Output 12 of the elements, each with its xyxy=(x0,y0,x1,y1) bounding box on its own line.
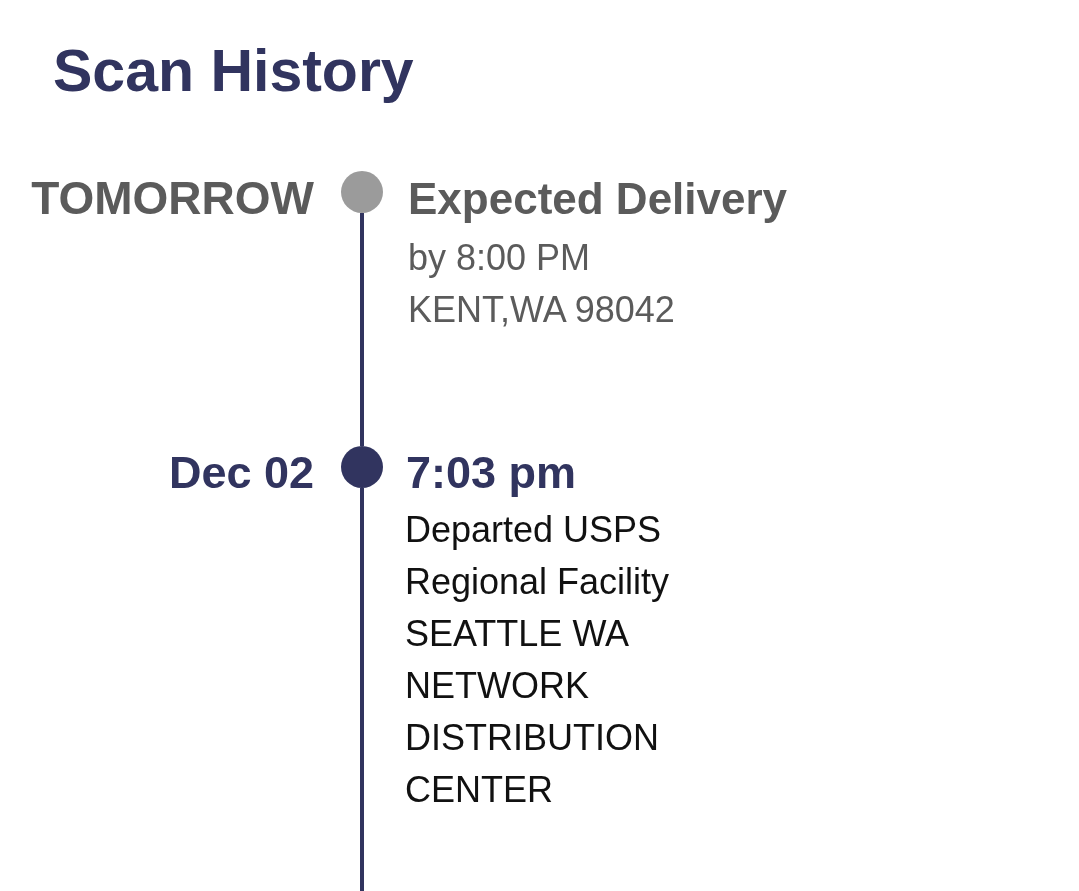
date-label: TOMORROW xyxy=(31,175,314,221)
event-detail: Departed USPS Regional Facility SEATTLE WA NETWORK DISTRIBUTION CENTER xyxy=(405,508,671,812)
event-heading: Expected Delivery xyxy=(408,177,788,221)
timeline-line xyxy=(360,488,364,891)
event-detail: KENT,WA 98042 xyxy=(408,288,675,332)
timeline-dot xyxy=(341,171,383,213)
event-detail: by 8:00 PM xyxy=(408,236,591,280)
timeline-dot xyxy=(341,446,383,488)
page-title: Scan History xyxy=(53,42,414,101)
event-heading: 7:03 pm xyxy=(406,450,577,495)
date-label: Dec 02 xyxy=(168,450,314,495)
timeline-line xyxy=(360,213,364,446)
